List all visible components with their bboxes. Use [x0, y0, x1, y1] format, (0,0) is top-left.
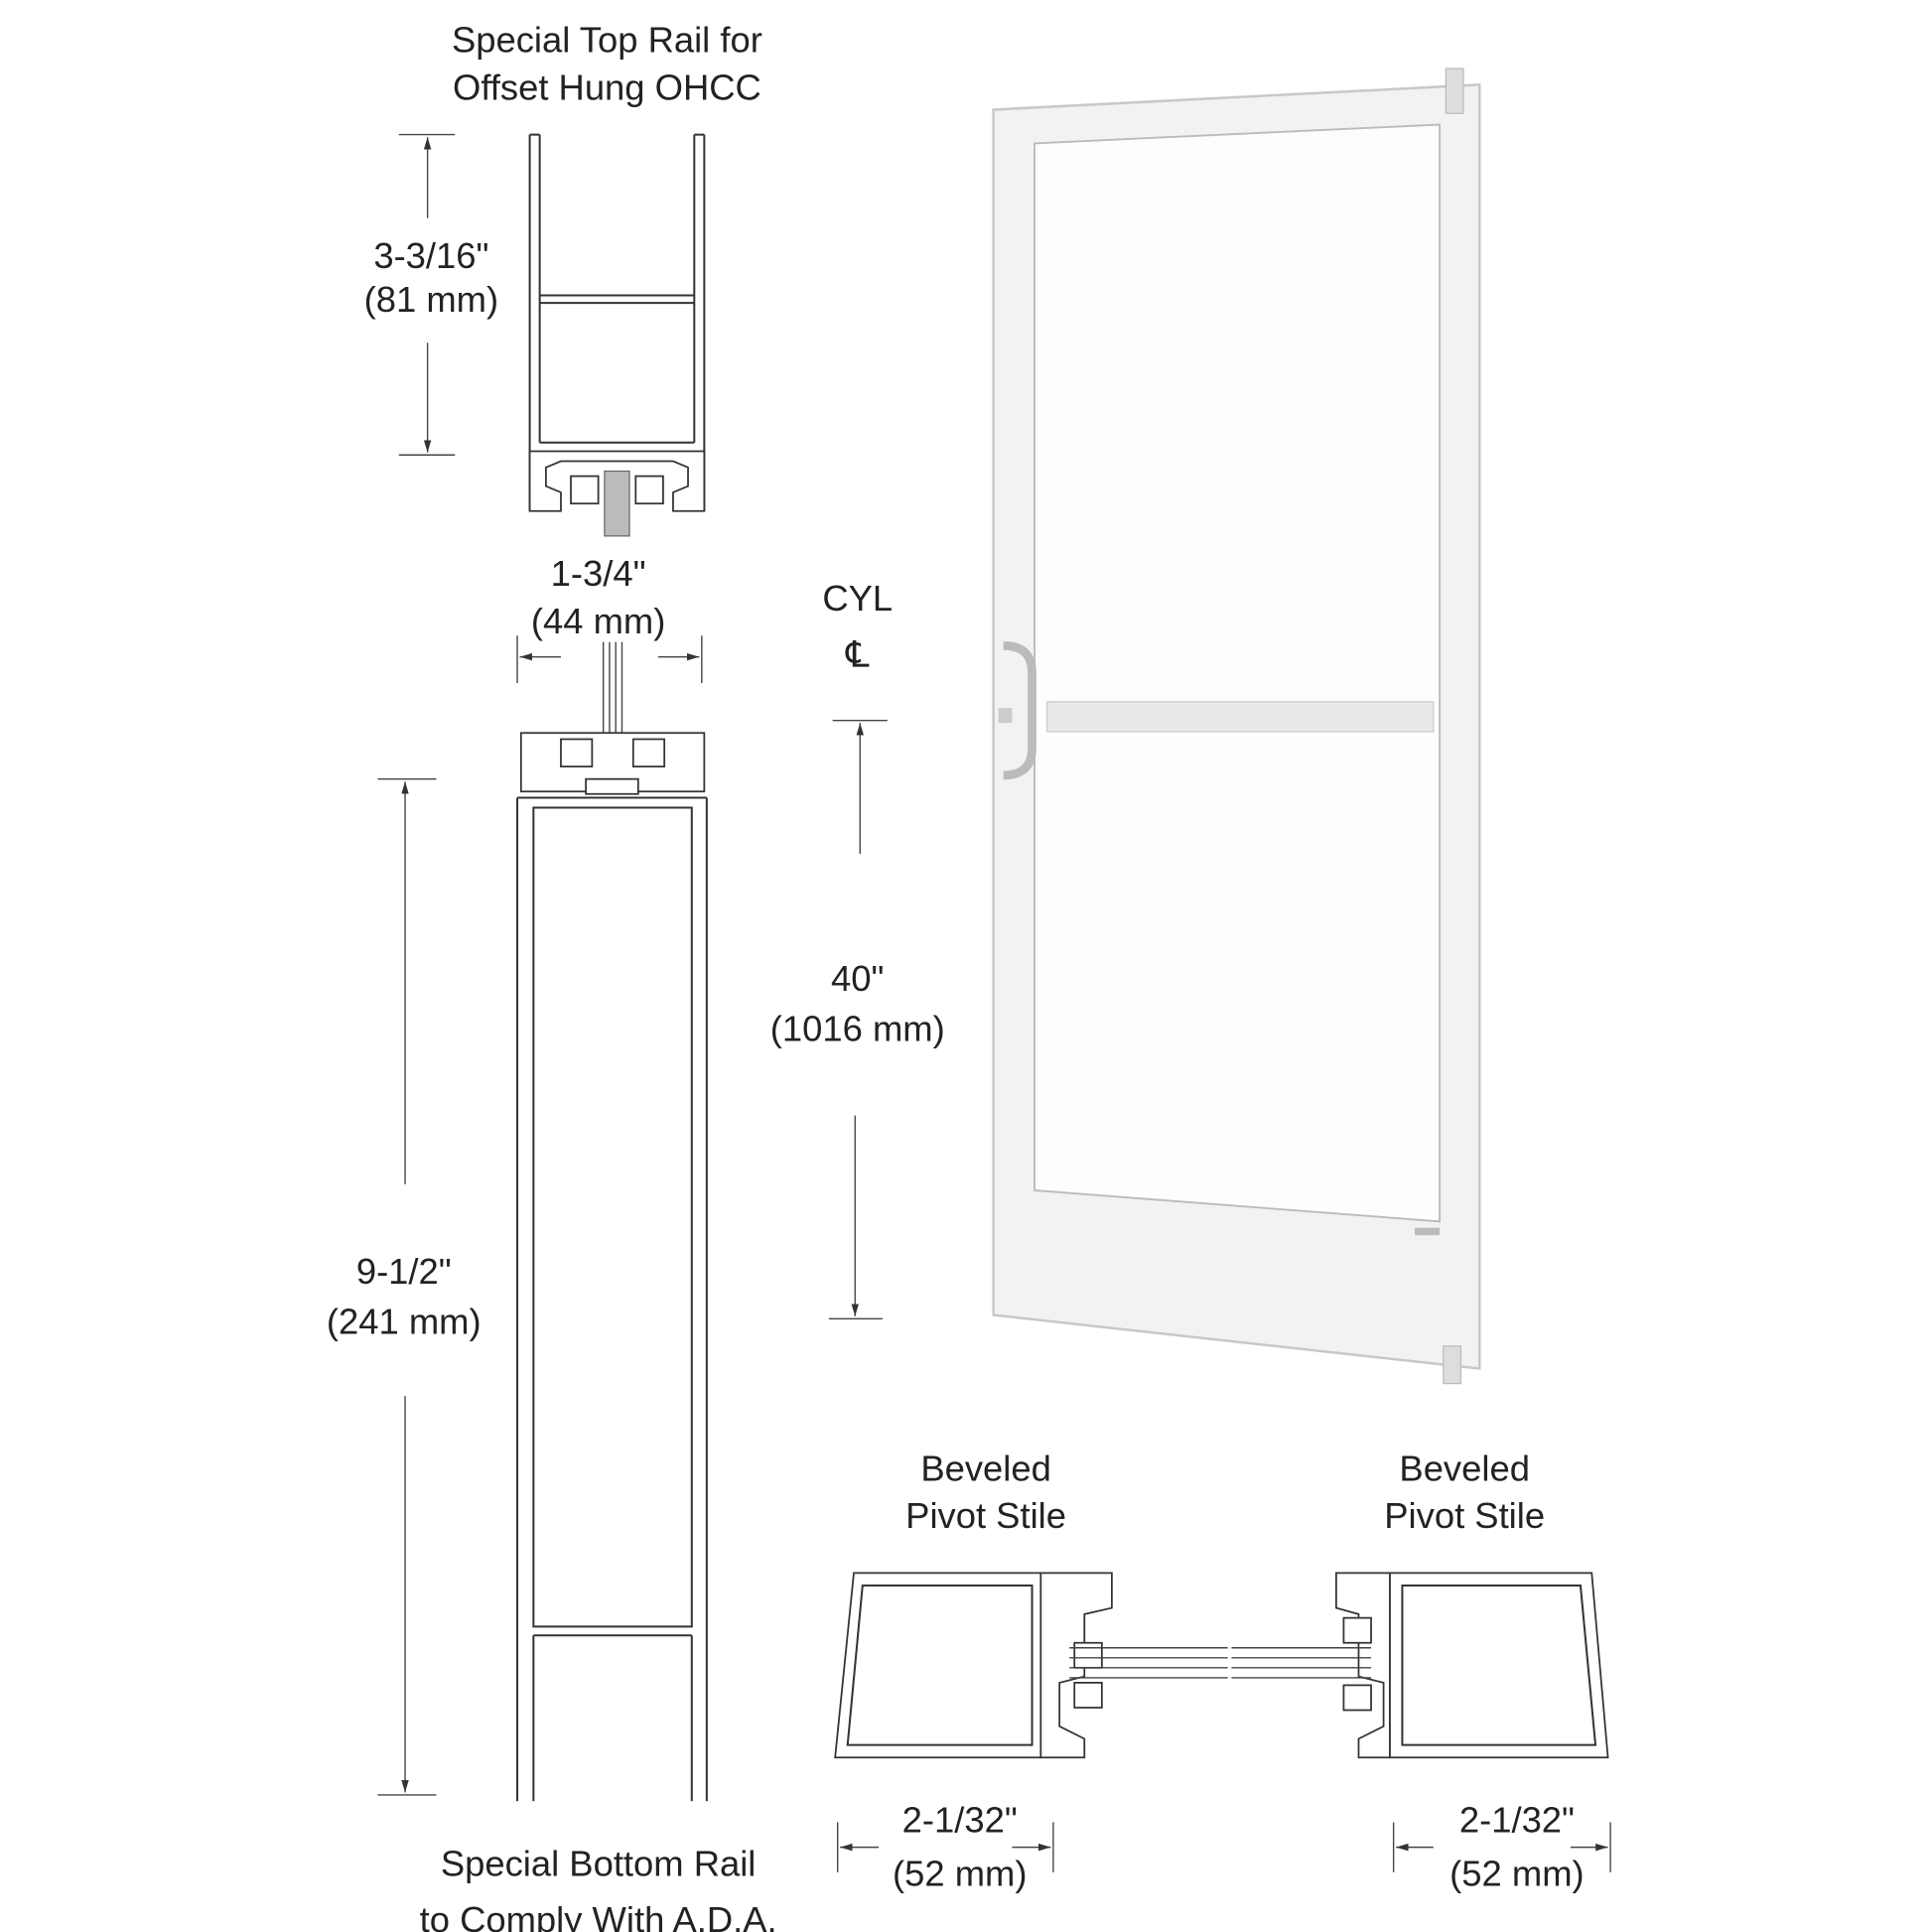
stile-left-title-2: Pivot Stile: [905, 1495, 1066, 1536]
stile-right-section: [1231, 1572, 1609, 1759]
top-rail-height-in: 3-3/16": [373, 235, 488, 276]
stile-right-width-dimension: 2-1/32" (52 mm): [1392, 1800, 1611, 1894]
stile-right-title-1: Beveled: [1399, 1449, 1530, 1489]
stile-left-title-1: Beveled: [920, 1449, 1051, 1489]
stile-right-width-mm: (52 mm): [1449, 1854, 1584, 1894]
bottom-rail-title-1: Special Bottom Rail: [441, 1844, 757, 1884]
stile-left-width-dimension: 2-1/32" (52 mm): [836, 1800, 1054, 1894]
cyl-height-mm: (1016 mm): [770, 1008, 945, 1048]
door-illustration: [992, 68, 1481, 1385]
centerline-symbol: ℄: [845, 634, 869, 675]
stile-left-section: [834, 1572, 1228, 1759]
stile-left-width-mm: (52 mm): [893, 1854, 1027, 1894]
top-rail-height-mm: (81 mm): [364, 279, 498, 320]
depth-mm: (44 mm): [531, 601, 665, 641]
stile-left-width-in: 2-1/32": [902, 1800, 1018, 1841]
bottom-rail-height-mm: (241 mm): [327, 1301, 482, 1341]
bottom-rail-height-in: 9-1/2": [356, 1251, 452, 1292]
bottom-rail-section: 9-1/2" (241 mm) Special Bottom Rail to C…: [327, 732, 777, 1932]
depth-in: 1-3/4": [551, 553, 646, 594]
stile-right-title-2: Pivot Stile: [1384, 1495, 1545, 1536]
top-rail-title-2: Offset Hung OHCC: [453, 67, 761, 107]
cylinder-height-dimension: CYL ℄ 40" (1016 mm): [770, 578, 945, 1319]
bottom-rail-title-2: to Comply With A.D.A.: [420, 1899, 777, 1932]
top-rail-section: Special Top Rail for Offset Hung OHCC 3-…: [364, 20, 762, 537]
depth-dimension: 1-3/4" (44 mm): [516, 553, 703, 736]
cyl-height-in: 40": [831, 958, 884, 999]
stile-right-width-in: 2-1/32": [1459, 1800, 1575, 1841]
top-rail-title-1: Special Top Rail for: [452, 20, 762, 61]
cyl-label: CYL: [822, 578, 893, 619]
